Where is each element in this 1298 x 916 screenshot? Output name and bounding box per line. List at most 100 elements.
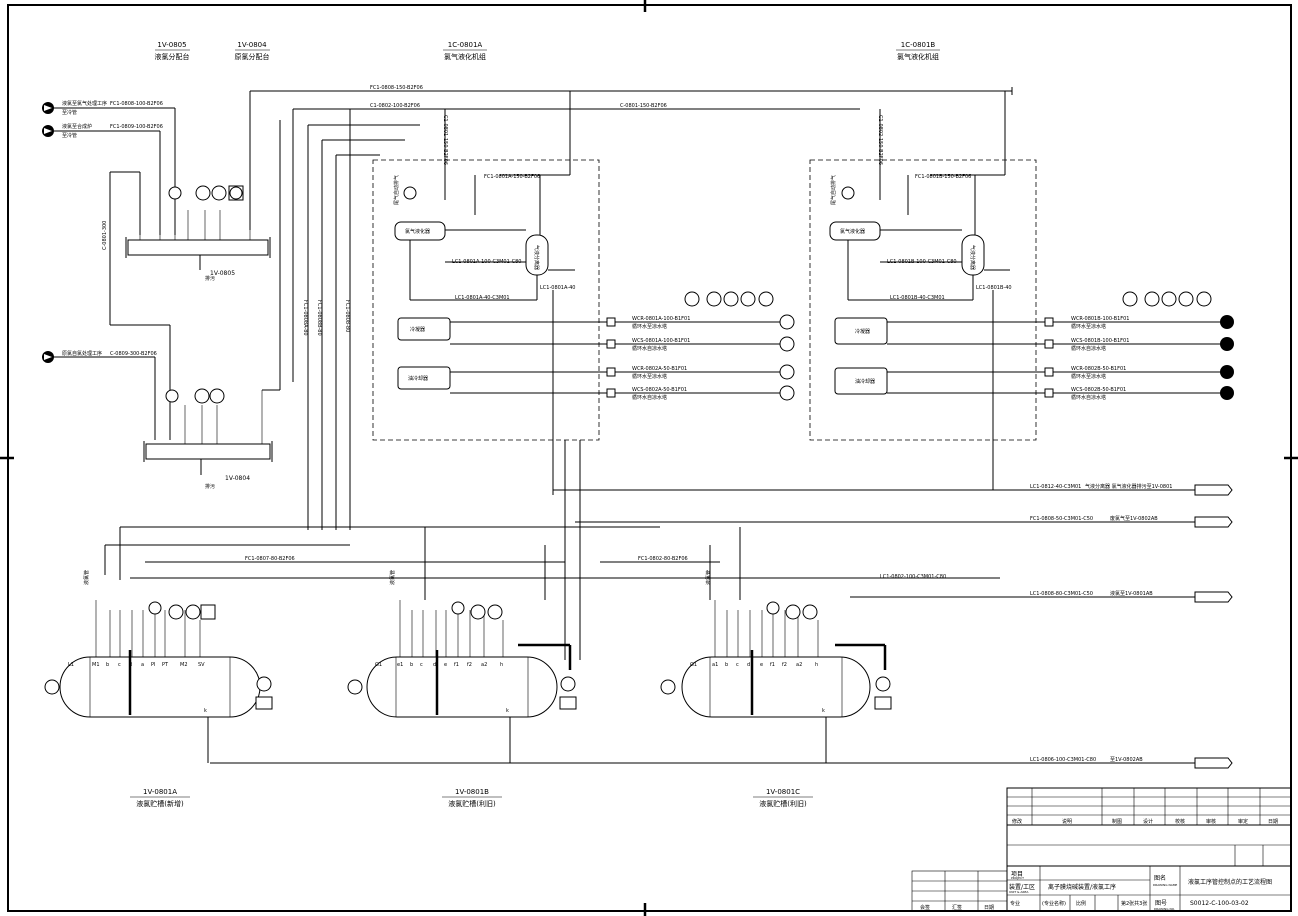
svg-text:FC1-0809-100-B2F06: FC1-0809-100-B2F06 [110,124,163,130]
svg-text:尾气自动排气: 尾气自动排气 [830,175,837,205]
svg-text:至冷管: 至冷管 [62,132,77,139]
svg-text:废氯气至1V-0802AB: 废氯气至1V-0802AB [1110,515,1158,522]
header-liq-a: 1C-0801A 氯气液化机组 [443,41,487,61]
svg-text:LC1-0806-100-C3M01-C80: LC1-0806-100-C3M01-C80 [1030,757,1096,763]
svg-text:d: d [433,662,436,668]
svg-text:LC1-0812-40-C3M01: LC1-0812-40-C3M01 [1030,484,1081,490]
svg-text:G1: G1 [690,662,697,668]
svg-text:M2: M2 [180,662,188,668]
svg-text:1V-0801B: 1V-0801B [455,788,489,796]
line-label: C1-0802-150-B2F06 [877,115,883,165]
svg-text:a1: a1 [712,662,718,668]
svg-text:排污: 排污 [205,483,215,490]
header-code: 1V-0805 [157,41,186,49]
svg-text:循环水至凉水塔: 循环水至凉水塔 [1071,323,1106,330]
svg-text:c: c [420,662,423,668]
header-code: 1C-0801A [448,41,483,49]
svg-text:a2: a2 [796,662,802,668]
svg-text:原氯自氯处理工序: 原氯自氯处理工序 [62,350,102,357]
svg-text:离子膜烧碱装置/液氯工序: 离子膜烧碱装置/液氯工序 [1048,883,1116,891]
svg-text:液氯贮槽(利旧): 液氯贮槽(利旧) [448,799,496,808]
svg-text:液氯管: 液氯管 [705,570,712,585]
svg-text:LC1-0801A-40: LC1-0801A-40 [540,285,575,291]
left-inlet-3: 原氯自氯处理工序 C-0809-300-B2F06 C-0801-300 [42,171,171,440]
svg-text:气液分离器: 气液分离器 [533,245,540,270]
left-inlet-1: 液氯至氯气处理工序 FC1-0808-100-B2F06 至冷管 [42,100,176,235]
svg-text:d: d [129,662,132,668]
svg-text:WCR-0801A-100-B1F01: WCR-0801A-100-B1F01 [632,316,690,322]
header-code: 1V-0804 [237,41,267,49]
unit-b: 氯气液化器 尾气自动排气 气液分离器 FC1-0801B-150-B2F06 L… [809,159,1234,490]
svg-text:b: b [725,662,728,668]
svg-text:LC1-0801B-40-C3M01: LC1-0801B-40-C3M01 [890,295,945,301]
svg-text:k: k [822,708,825,714]
line-label: FC1-0808-150-B2F06 [370,85,423,91]
svg-text:FC1-0808B-80: FC1-0808B-80 [316,300,322,336]
svg-text:WCS-0801A-100-B1F01: WCS-0801A-100-B1F01 [632,338,690,344]
top-piping: FC1-0808-150-B2F06 C1-0802-100-B2F06 C-0… [249,85,1013,530]
svg-text:FC1-0808-80: FC1-0808-80 [344,300,350,332]
distributor-0805: 1V-0805 排污 [125,185,271,282]
svg-text:PROJECT: PROJECT [1011,876,1024,880]
svg-text:循环水至凉水塔: 循环水至凉水塔 [632,323,667,330]
svg-text:第2张共3张: 第2张共3张 [1121,900,1147,907]
svg-text:液氯贮槽(新增): 液氯贮槽(新增) [136,799,184,808]
distributor-0804: 1V-0804 排污 [143,120,281,490]
svg-text:图号: 图号 [1155,900,1167,907]
svg-text:L1: L1 [68,662,74,668]
svg-text:WCS-0802B-50-B1F01: WCS-0802B-50-B1F01 [1071,387,1126,393]
svg-text:UNIT & AREA: UNIT & AREA [1009,890,1029,894]
svg-text:S0012-C-100-03-02: S0012-C-100-03-02 [1190,900,1249,907]
svg-text:氯气液化器: 氯气液化器 [405,228,430,235]
svg-text:LC1-0801B-40: LC1-0801B-40 [976,285,1012,291]
svg-text:WCR-0802B-50-B1F01: WCR-0802B-50-B1F01 [1071,366,1126,372]
svg-text:M1: M1 [92,662,100,668]
svg-text:WCR-0801B-100-B1F01: WCR-0801B-100-B1F01 [1071,316,1130,322]
svg-text:b: b [106,662,109,668]
svg-text:尾气自动排气: 尾气自动排气 [393,175,400,205]
svg-text:FC1-0801A-150-B2F06: FC1-0801A-150-B2F06 [484,174,540,180]
svg-text:循环水自凉水塔: 循环水自凉水塔 [632,394,667,401]
svg-text:汇签: 汇签 [952,904,962,911]
svg-text:装置/工区: 装置/工区 [1009,883,1035,891]
header-code: 1C-0801B [901,41,936,49]
header-liq-b: 1C-0801B 氯气液化机组 [896,41,940,61]
svg-text:图名: 图名 [1154,874,1166,882]
svg-text:FC1-0801B-150-B2F06: FC1-0801B-150-B2F06 [915,174,971,180]
svg-text:循环水至凉水塔: 循环水至凉水塔 [632,373,667,380]
svg-text:C-0801-300: C-0801-300 [102,221,108,250]
svg-text:专业: 专业 [1010,900,1020,907]
svg-text:e: e [444,662,447,668]
svg-text:c: c [118,662,121,668]
svg-text:DRAWING NO.: DRAWING NO. [1154,907,1175,911]
header-name: 氯气液化机组 [444,52,486,61]
svg-text:至冷管: 至冷管 [62,109,77,116]
svg-text:G1: G1 [375,662,382,668]
svg-text:循环水自凉水塔: 循环水自凉水塔 [632,345,667,352]
svg-text:WCS-0801B-100-B1F01: WCS-0801B-100-B1F01 [1071,338,1129,344]
svg-text:冷凝器: 冷凝器 [855,328,870,335]
svg-text:液氯至1V-0801AB: 液氯至1V-0801AB [1110,590,1153,597]
header-dist-0805: 1V-0805 液氯分配台 [155,41,190,61]
svg-text:a: a [141,662,144,668]
svg-text:WCS-0802A-50-B1F01: WCS-0802A-50-B1F01 [632,387,687,393]
svg-text:LC1-0801A-100-C3M01-C80: LC1-0801A-100-C3M01-C80 [452,259,521,265]
svg-text:液氯至合成炉: 液氯至合成炉 [62,123,92,130]
svg-text:f1: f1 [454,662,459,668]
unit-a: 氯气液化器 尾气自动排气 气液分离器 FC1-0801A-150-B2F06 L… [372,159,795,495]
svg-text:项目: 项目 [1011,871,1023,878]
svg-text:液氯贮槽(利旧): 液氯贮槽(利旧) [759,799,807,808]
header-name: 氯气液化机组 [897,52,939,61]
svg-text:液氯管: 液氯管 [389,570,396,585]
left-inlet-2: 液氯至合成炉 FC1-0809-100-B2F06 至冷管 [42,123,163,235]
svg-text:氯气液化器: 氯气液化器 [840,228,865,235]
svg-text:d: d [747,662,750,668]
svg-text:f2: f2 [467,662,472,668]
line-label: C1-0801-150-B2F06 [442,115,448,165]
header-name: 液氯分配台 [155,52,190,61]
svg-text:LC1-0801B-100-C3M01-C80: LC1-0801B-100-C3M01-C80 [887,259,957,265]
svg-text:e: e [760,662,763,668]
tank-c: G1 a1 b c d e f1 f2 a2 h k 液氯管 1V-0801C … [660,570,892,808]
svg-text:SV: SV [198,662,205,668]
